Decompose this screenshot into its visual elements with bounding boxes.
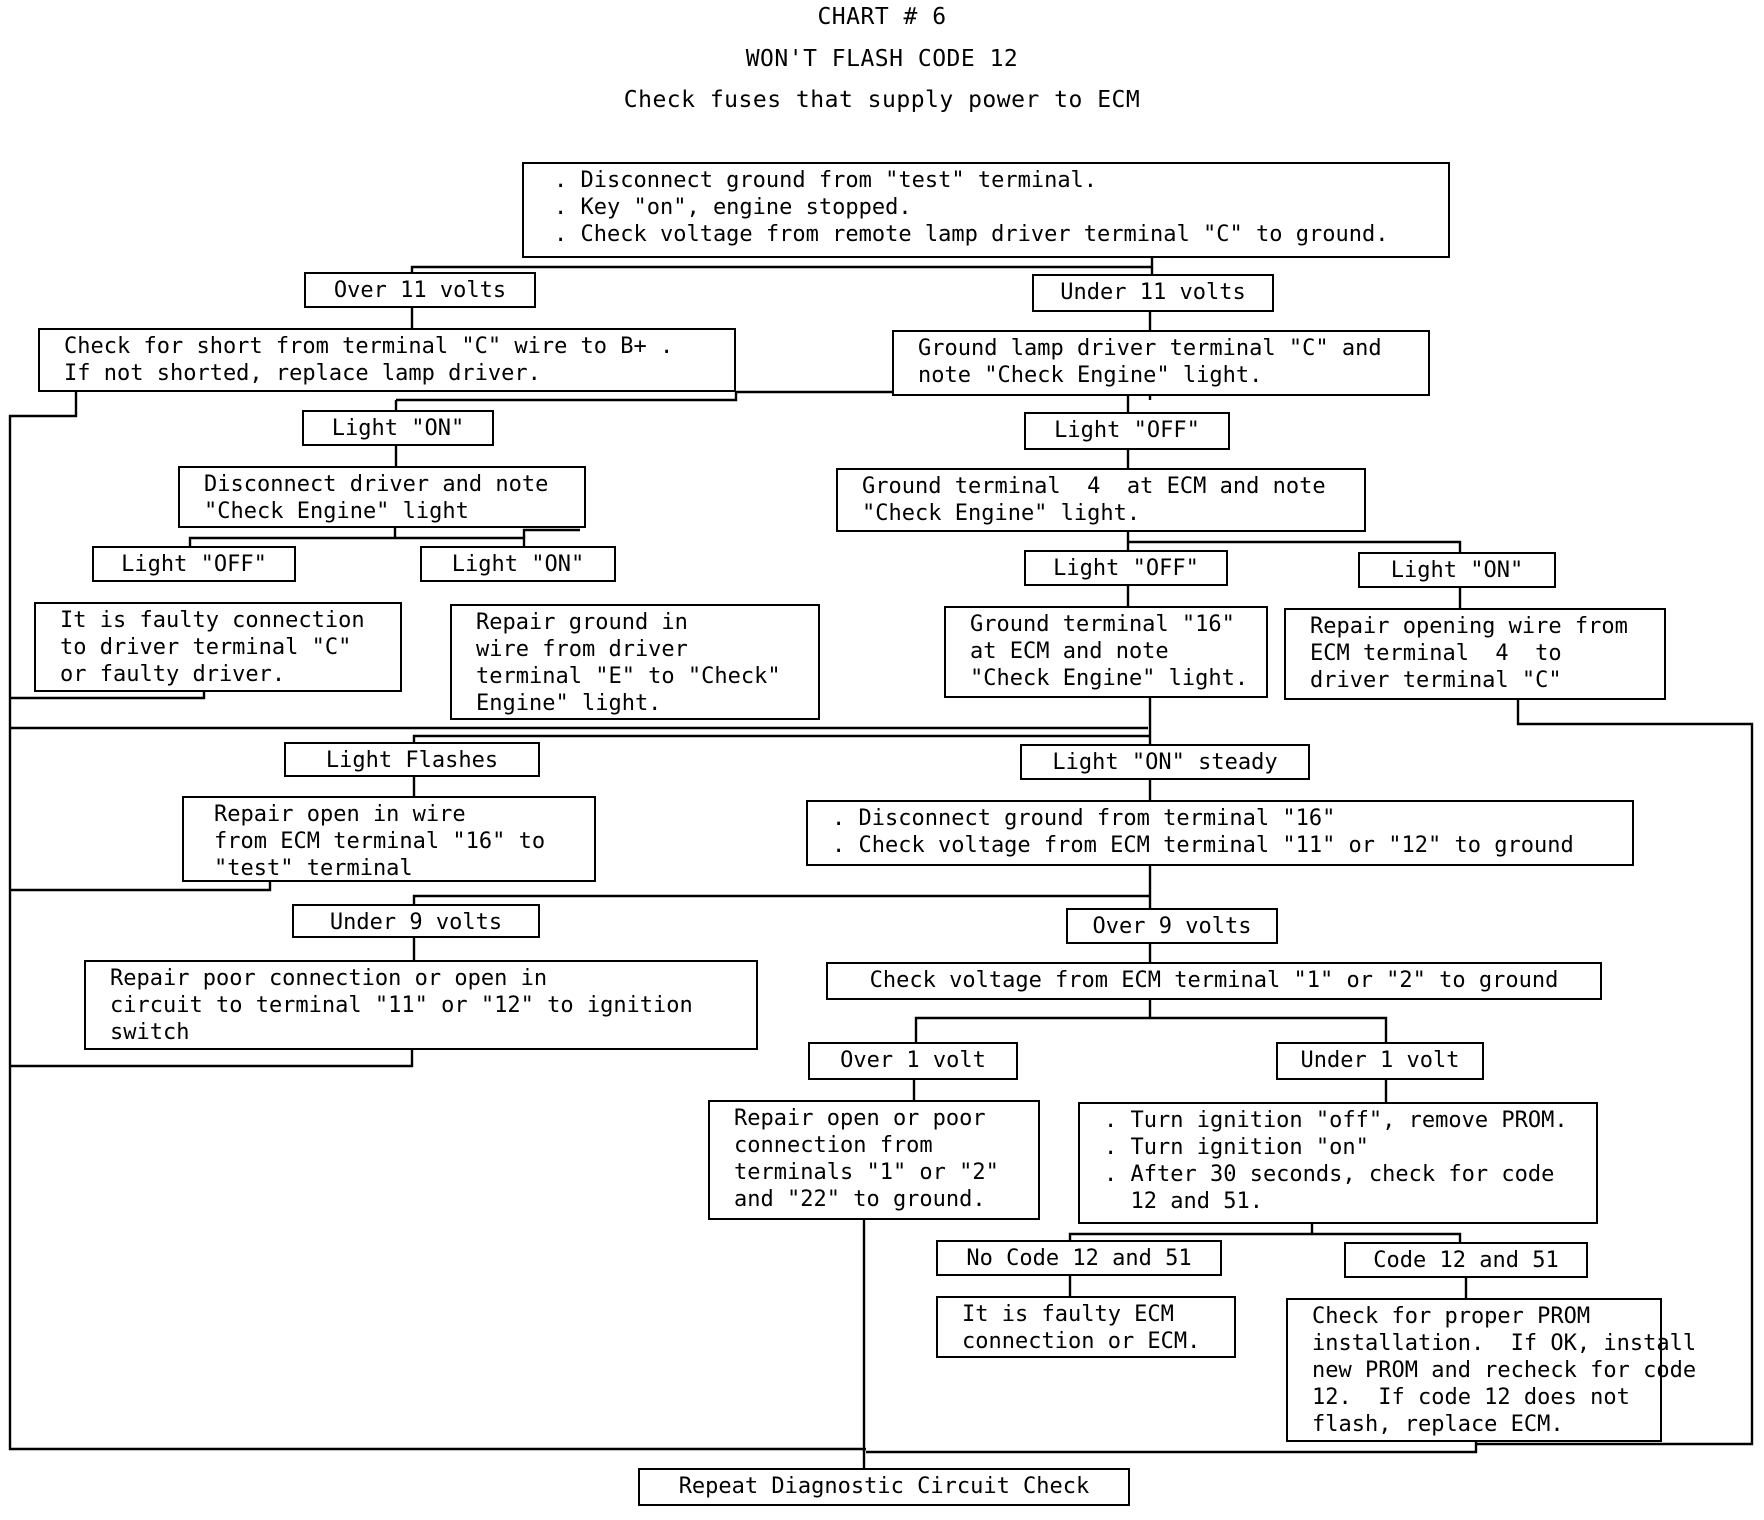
light-on-label: Light "ON" — [420, 546, 616, 582]
ground-lamp-driver-box: Ground lamp driver terminal "C" and note… — [892, 330, 1430, 396]
code-12-51-label: Code 12 and 51 — [1344, 1242, 1588, 1278]
connector — [1476, 700, 1754, 1446]
connector — [412, 894, 1150, 904]
check-prom-box: Check for proper PROM installation. If O… — [1286, 1298, 1696, 1442]
disconnect-driver-box: Disconnect driver and note "Check Engine… — [178, 466, 586, 528]
turn-ignition-box: . Turn ignition "off", remove PROM. . Tu… — [1078, 1102, 1598, 1224]
repair-open-terminal-16-box: Repair open in wire from ECM terminal "1… — [182, 796, 596, 882]
under-11-volts-label: Under 11 volts — [1032, 274, 1274, 312]
repair-opening-wire-box: Repair opening wire from ECM terminal 4 … — [1284, 608, 1666, 700]
repair-poor-connection-box: Repair poor connection or open in circui… — [84, 960, 758, 1050]
ground-terminal-4-box: Ground terminal 4 at ECM and note "Check… — [836, 468, 1366, 532]
chart-number: CHART # 6 — [817, 4, 947, 30]
light-off-label: Light "OFF" — [1024, 412, 1230, 450]
repeat-diagnostic-circuit-check-box: Repeat Diagnostic Circuit Check — [638, 1468, 1130, 1506]
under-1-volt-label: Under 1 volt — [1276, 1042, 1484, 1080]
over-9-volts-label: Over 9 volts — [1066, 908, 1278, 944]
repair-ground-box: Repair ground in wire from driver termin… — [450, 604, 820, 720]
connector — [1128, 540, 1462, 552]
over-11-volts-label: Over 11 volts — [304, 272, 536, 308]
light-off-label: Light "OFF" — [1024, 550, 1228, 586]
check-short-box: Check for short from terminal "C" wire t… — [38, 328, 736, 392]
connector — [914, 1016, 1388, 1044]
light-on-steady-label: Light "ON" steady — [1020, 744, 1310, 780]
connector — [1068, 1232, 1462, 1244]
light-off-label: Light "OFF" — [92, 546, 296, 582]
connector — [866, 1442, 1478, 1454]
faulty-ecm-box: It is faulty ECM connection or ECM. — [936, 1296, 1236, 1358]
chart-title: WON'T FLASH CODE 12 — [745, 46, 1019, 72]
light-on-label: Light "ON" — [1358, 552, 1556, 588]
under-9-volts-label: Under 9 volts — [292, 904, 540, 938]
light-flashes-label: Light Flashes — [284, 742, 540, 777]
connector — [412, 734, 1150, 742]
connector — [188, 536, 526, 546]
start-step-box: . Disconnect ground from "test" terminal… — [522, 162, 1450, 258]
faulty-connection-box: It is faulty connection to driver termin… — [34, 602, 402, 692]
over-1-volt-label: Over 1 volt — [808, 1042, 1018, 1080]
repair-open-poor-connection-box: Repair open or poor connection from term… — [708, 1100, 1040, 1220]
connector — [410, 258, 1154, 272]
chart-subtitle: Check fuses that supply power to ECM — [623, 87, 1141, 113]
ground-terminal-16-box: Ground terminal "16" at ECM and note "Ch… — [944, 606, 1268, 698]
connector — [522, 528, 580, 538]
connector — [10, 880, 272, 892]
connector — [10, 691, 206, 700]
connector — [8, 392, 866, 1451]
no-code-12-51-label: No Code 12 and 51 — [936, 1240, 1222, 1276]
light-on-label: Light "ON" — [302, 410, 494, 446]
disconnect-terminal-16-box: . Disconnect ground from terminal "16" .… — [806, 800, 1634, 866]
check-voltage-terminal-1-2-box: Check voltage from ECM terminal "1" or "… — [826, 962, 1602, 1000]
connector — [10, 1048, 414, 1068]
